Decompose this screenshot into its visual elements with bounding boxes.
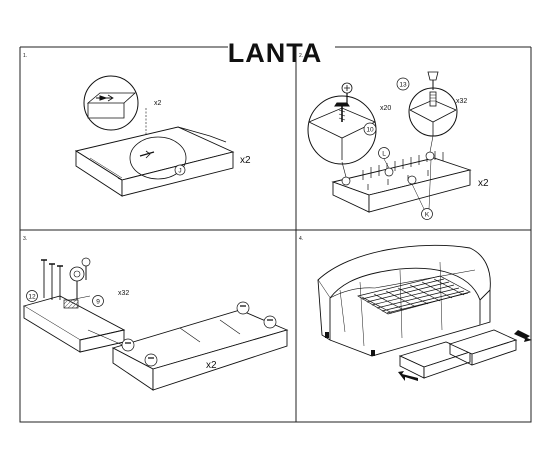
step-2-joint-circles [341, 151, 435, 186]
step-3-multiplier: x2 [206, 360, 217, 371]
step-2-multiplier: x2 [478, 178, 489, 189]
step-2-frame-board [331, 157, 472, 213]
step-2-part-K: K [425, 212, 430, 219]
step-1-magnifier [129, 136, 187, 180]
step-2-part-L: L [382, 151, 386, 158]
step-4-arrow-in-icon [514, 330, 532, 342]
step-3-frame-board [111, 309, 289, 391]
step-3-detail-callout [22, 259, 126, 353]
step-1-detail-callout [83, 75, 139, 131]
step-3-screw-icon [81, 257, 91, 280]
step-2-number: 2. [299, 53, 303, 59]
step-4-number: 4. [299, 236, 303, 242]
step-4-panel: 4. [299, 236, 532, 381]
step-3-panel: 3. 12 9 x32 [22, 236, 289, 391]
step-2-screw-icon [341, 82, 353, 103]
step-2-qty-a: x20 [380, 105, 391, 112]
step-3-part-12: 12 [28, 294, 36, 301]
step-2-part-10: 10 [366, 127, 374, 134]
page-title: LANTA [227, 38, 323, 68]
step-4-slats [357, 275, 471, 315]
step-1-multiplier: x2 [240, 155, 251, 166]
step-3-number: 3. [23, 236, 27, 242]
step-2-dowel-callout [408, 71, 458, 137]
step-1-panel: 1. x2 [23, 53, 251, 197]
step-2-qty-b: x32 [456, 98, 467, 105]
step-4-drawers [398, 329, 518, 379]
step-1-callout-qty: x2 [154, 100, 162, 107]
panel-frame [19, 46, 532, 423]
step-4-arrow-out-icon [398, 371, 418, 381]
step-2-panel: 2. x20 10 [299, 53, 489, 220]
step-3-bracket-markers [121, 301, 277, 367]
step-2-screw-callout [307, 95, 377, 165]
step-3-qty: x32 [118, 290, 129, 297]
step-1-board [74, 126, 235, 197]
step-3-part-9: 9 [96, 299, 100, 306]
step-2-part-13: 13 [399, 82, 407, 89]
step-4-daybed [317, 244, 491, 357]
step-1-number: 1. [23, 53, 27, 59]
step-1-part-J: J [178, 168, 181, 175]
